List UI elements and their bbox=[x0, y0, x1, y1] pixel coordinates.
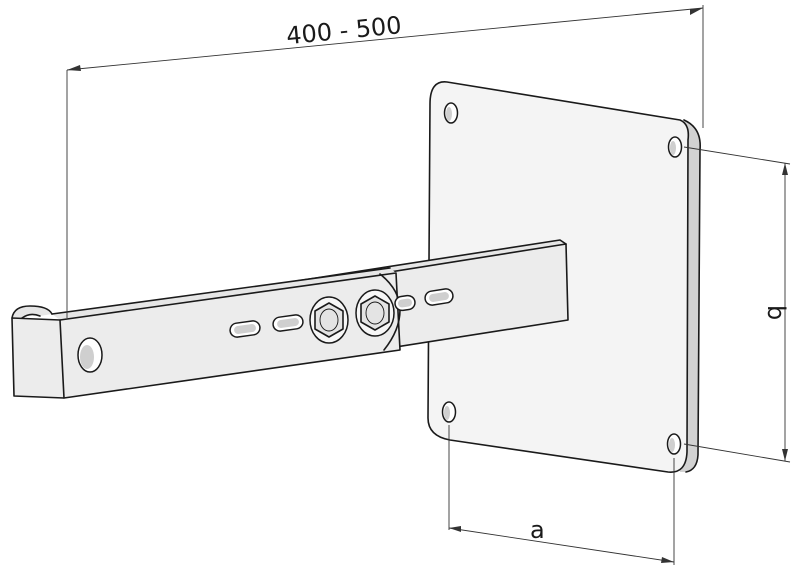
slot-rear bbox=[424, 288, 454, 306]
hook-hole bbox=[77, 337, 103, 373]
dimension-height: b bbox=[683, 146, 791, 463]
plate-hole-bottom-left bbox=[441, 401, 457, 423]
dimension-height-label: b bbox=[762, 305, 790, 320]
slot-front-3 bbox=[394, 294, 416, 312]
slot-front-2 bbox=[272, 314, 304, 332]
plate-hole-top-left bbox=[443, 102, 459, 124]
plate-hole-bottom-right bbox=[666, 433, 682, 455]
bolt-right bbox=[355, 289, 395, 337]
bolt-left bbox=[309, 296, 349, 344]
plate-hole-top-right bbox=[667, 136, 683, 158]
slot-front-1 bbox=[229, 320, 261, 338]
arm-front-bar bbox=[11, 267, 416, 399]
dimension-width: a bbox=[448, 425, 675, 565]
dimension-width-label: a bbox=[530, 516, 545, 544]
dimension-length-label: 400 - 500 bbox=[285, 11, 403, 50]
